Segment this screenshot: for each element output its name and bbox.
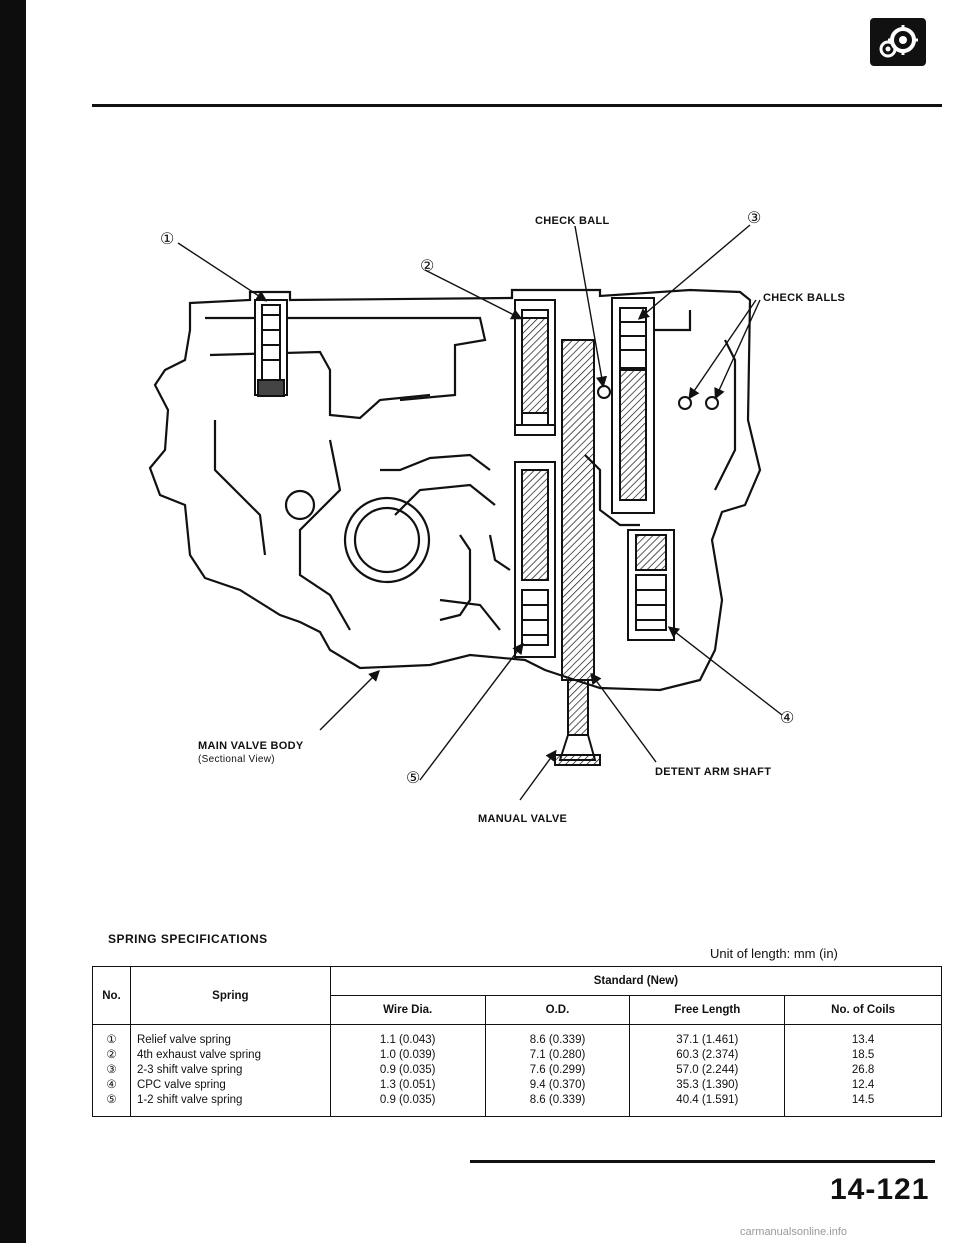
header-no: No. xyxy=(92,966,131,1025)
callout-2: ② xyxy=(420,258,435,275)
label-main-valve-body-sub: (Sectional View) xyxy=(198,754,275,765)
label-manual-valve: MANUAL VALVE xyxy=(478,813,568,825)
callout-4: ④ xyxy=(780,710,795,727)
callout-3: ③ xyxy=(747,210,762,227)
section-badge xyxy=(870,18,926,66)
relief-valve xyxy=(254,299,288,397)
page-binding-edge xyxy=(0,0,26,1243)
watermark: carmanualsonline.info xyxy=(740,1226,848,1238)
two-three-shift-valve xyxy=(611,297,655,514)
callout-5: ⑤ xyxy=(406,770,421,787)
spring-spec-table: No. Spring Standard (New) Wire Dia. O.D.… xyxy=(92,966,943,1117)
spring-spec-title: SPRING SPECIFICATIONS xyxy=(108,932,268,946)
header-standard: Standard (New) xyxy=(329,966,943,996)
page-number: 14-121 xyxy=(830,1173,930,1206)
label-main-valve-body: MAIN VALVE BODY xyxy=(198,740,304,752)
main-valve-body-diagram xyxy=(148,224,783,801)
col-wire-dia: 1.1 (0.043)1.0 (0.039)0.9 (0.035)1.3 (0.… xyxy=(329,1024,486,1117)
callout-1: ① xyxy=(160,231,175,248)
top-rule xyxy=(92,104,942,107)
check-ball-b xyxy=(705,396,719,410)
manual-valve-shaft xyxy=(554,339,601,766)
header-free-length: Free Length xyxy=(629,995,786,1025)
cpc-valve xyxy=(627,529,675,641)
label-check-ball: CHECK BALL xyxy=(535,215,610,227)
header-od: O.D. xyxy=(484,995,631,1025)
col-free-length: 37.1 (1.461)60.3 (2.374)57.0 (2.244)35.3… xyxy=(629,1024,786,1117)
col-od: 8.6 (0.339)7.1 (0.280)7.6 (0.299)9.4 (0.… xyxy=(484,1024,631,1117)
check-ball-a xyxy=(678,396,692,410)
gear-badge-icon xyxy=(879,25,918,58)
unit-note: Unit of length: mm (in) xyxy=(710,946,838,961)
header-spring: Spring xyxy=(129,966,331,1025)
check-ball xyxy=(597,385,611,399)
one-two-shift-valve xyxy=(514,461,556,658)
bottom-rule xyxy=(470,1160,935,1163)
header-coils: No. of Coils xyxy=(784,995,942,1025)
header-wire-dia: Wire Dia. xyxy=(329,995,486,1025)
label-check-balls: CHECK BALLS xyxy=(763,292,846,304)
fourth-exhaust-valve xyxy=(514,299,556,436)
label-detent-arm-shaft: DETENT ARM SHAFT xyxy=(655,766,772,778)
